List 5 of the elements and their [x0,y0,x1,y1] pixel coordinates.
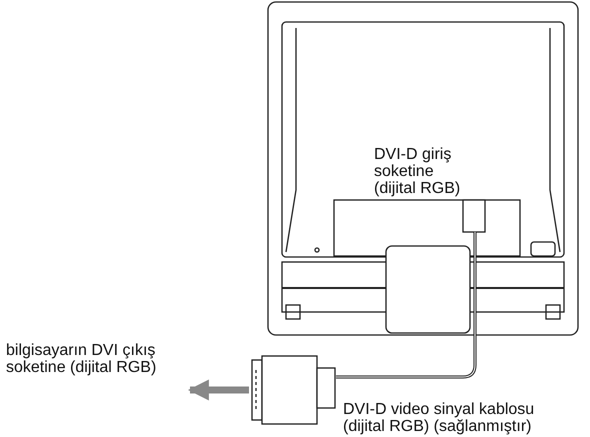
dvi-plug-drawing [251,355,336,425]
callout-text: bilgisayarın DVI çıkış soketine (dijital RGB) [6,342,184,376]
callout-text: DVI-D video sinyal kablosu (dijital RGB) (sağlanmıştır) [343,401,536,435]
arrow [188,380,249,400]
callout-text: DVI-D giriş soketine (dijital RGB) [374,146,462,197]
